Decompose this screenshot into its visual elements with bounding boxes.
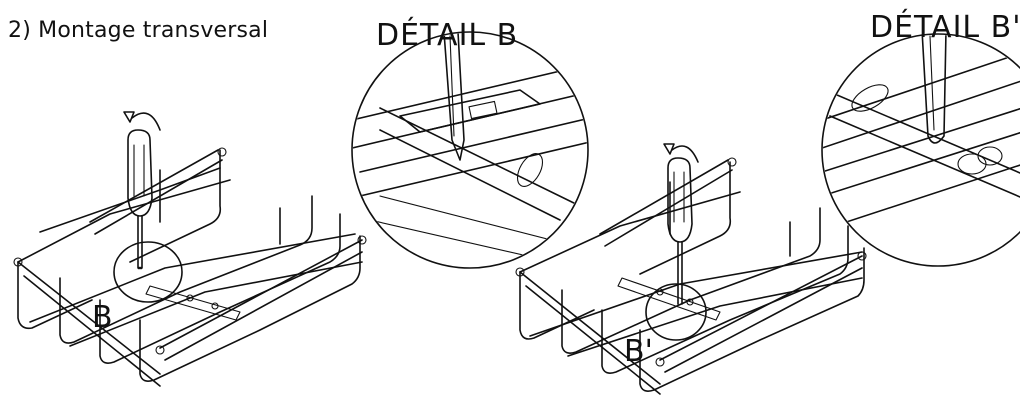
callout-b-prime-label: B'	[624, 334, 653, 369]
wire-tray-left	[13, 147, 367, 387]
detail-b-magnified	[351, 31, 589, 269]
detail-b-prime-magnified	[821, 33, 1020, 267]
rotation-arrow-left	[123, 111, 161, 131]
step-title: 2) Montage transversal	[8, 18, 269, 43]
rotation-arrow-right	[663, 143, 699, 163]
callout-circle-b	[113, 241, 183, 303]
detail-b-prime-heading: DÉTAIL B'	[870, 10, 1020, 45]
callout-circle-b-prime	[645, 283, 707, 341]
wire-tray-right	[515, 157, 867, 395]
screwdriver-left	[127, 129, 153, 270]
detail-b-heading: DÉTAIL B	[376, 18, 519, 53]
screwdriver-right	[667, 157, 693, 305]
